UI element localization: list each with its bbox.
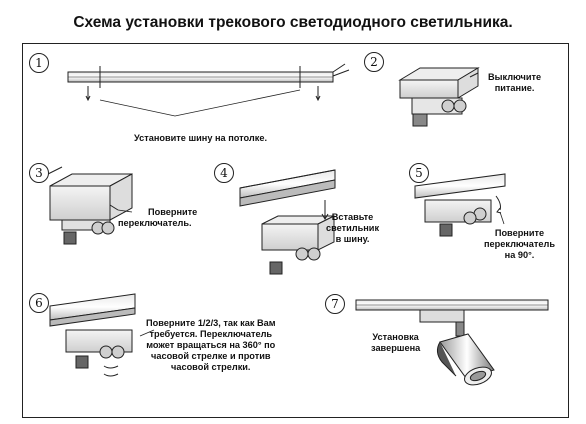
step-number-5: 5: [409, 163, 429, 183]
step4-rail-and-adapter: [239, 169, 336, 275]
step4-caption-line: светильник: [326, 223, 380, 233]
step-number-7: 7: [325, 294, 345, 314]
step5-adapter-in-rail: [414, 173, 506, 237]
step3-caption: Поверните переключатель.: [118, 207, 198, 229]
step6-caption-line: может вращаться на 360° по: [146, 340, 276, 350]
step4-caption-line: Вставьте: [331, 212, 374, 222]
step1-caption-line: Установите шину на потолке.: [134, 133, 267, 143]
step-number-1: 1: [29, 53, 49, 73]
leader-arrows: [117, 209, 505, 337]
step7-caption: Установка завершена: [371, 332, 420, 354]
step6-caption-line: Поверните 1/2/3, так как Вам: [146, 318, 276, 328]
step7-installed-luminaire: [355, 299, 549, 386]
step2-adapter: [398, 67, 480, 127]
step1-track-rail: [67, 63, 350, 117]
diagram-title: Схема установки трекового светодиодного …: [73, 14, 513, 31]
step2-caption: Выключите питание.: [488, 72, 541, 94]
step-number-2: 2: [364, 52, 384, 72]
step3-caption-line: переключатель.: [118, 218, 192, 228]
step5-caption-line: переключатель: [484, 239, 555, 249]
step5-caption-line: Поверните: [494, 228, 545, 238]
diagram-frame: [22, 43, 569, 418]
step6-adapter-in-rail: [49, 293, 136, 377]
step2-caption-line: Выключите: [488, 72, 542, 82]
step5-caption: Поверните переключатель на 90°.: [484, 228, 555, 261]
step-number-4: 4: [214, 163, 234, 183]
step3-adapter: [45, 166, 133, 245]
step6-caption-line: часовой стрелке и против: [151, 351, 271, 361]
step1-caption: Установите шину на потолке.: [134, 133, 267, 144]
step6-caption-line: требуется. Переключатель: [149, 329, 273, 339]
step-number-3: 3: [29, 163, 49, 183]
step3-caption-line: Поверните: [148, 207, 198, 217]
step4-caption: Вставьте светильник в шину.: [326, 212, 379, 245]
step2-caption-line: питание.: [494, 83, 535, 93]
step4-caption-line: в шину.: [335, 234, 370, 244]
step-number-6: 6: [29, 293, 49, 313]
step7-caption-line: Установка: [372, 332, 419, 342]
step7-caption-line: завершена: [371, 343, 421, 353]
step6-caption-line: часовой стрелки.: [171, 362, 251, 372]
step5-caption-line: на 90°.: [504, 250, 535, 260]
step6-caption: Поверните 1/2/3, так как Вам требуется. …: [146, 318, 276, 373]
